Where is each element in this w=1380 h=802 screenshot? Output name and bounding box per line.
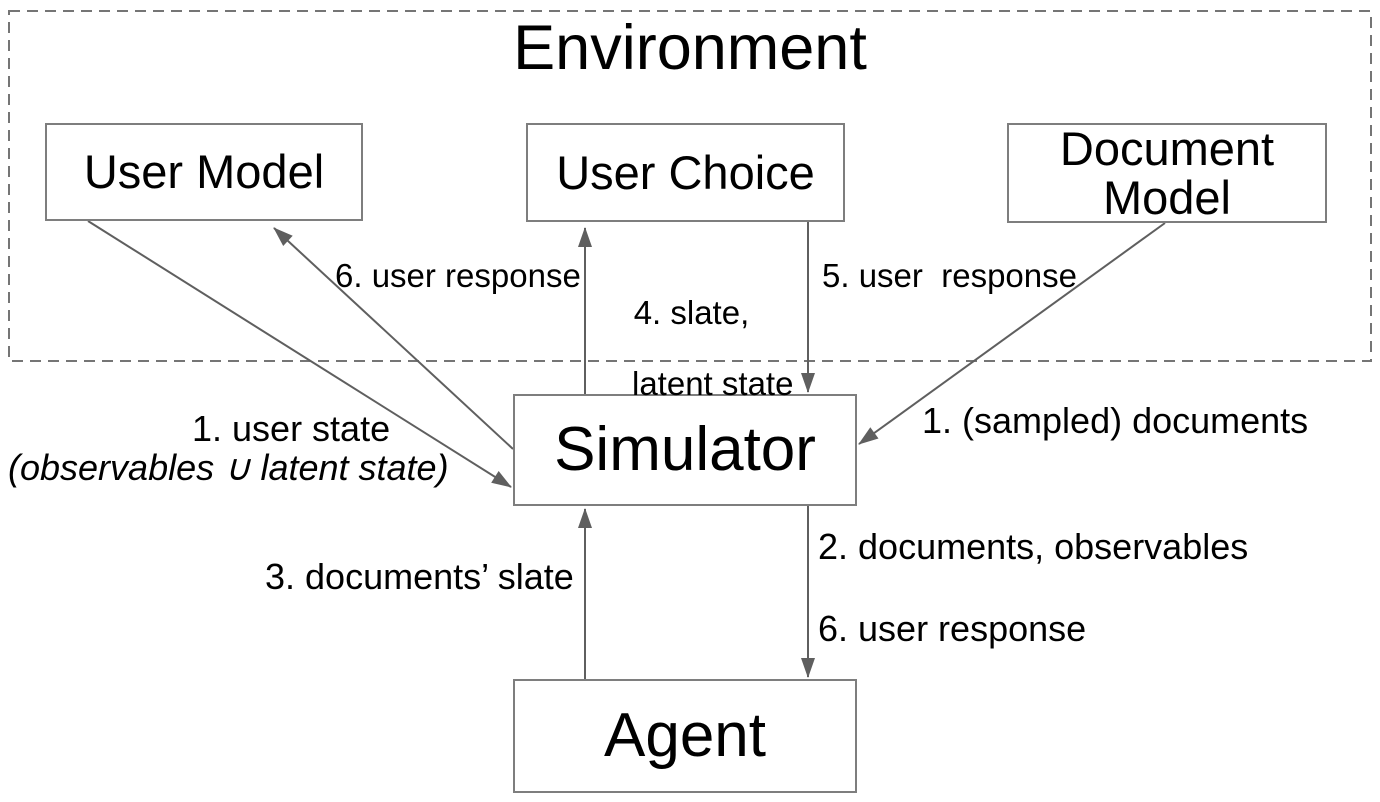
environment-title: Environment bbox=[513, 13, 867, 83]
simulator-box: Simulator bbox=[513, 394, 857, 506]
environment-dashed-boundary bbox=[8, 10, 1372, 362]
label-slate-latent-state: 4. slate, latent state bbox=[597, 259, 793, 473]
user-choice-label: User Choice bbox=[556, 145, 815, 199]
user-model-box: User Model bbox=[45, 123, 363, 221]
arrow-user-state-user-model-to-simulator bbox=[87, 220, 512, 488]
label-user-response-to-agent: 6. user response bbox=[818, 608, 1087, 649]
label-sampled-documents: 1. (sampled) documents bbox=[922, 400, 1309, 441]
arrow-user-response-simulator-to-user-model bbox=[273, 227, 514, 450]
user-model-label: User Model bbox=[83, 145, 325, 199]
agent-box: Agent bbox=[513, 679, 857, 793]
label-observables-union-latent-state: (observables ∪ latent state) bbox=[8, 447, 449, 488]
user-choice-box: User Choice bbox=[526, 123, 845, 222]
label-user-state: 1. user state bbox=[192, 408, 391, 449]
simulator-label: Simulator bbox=[554, 415, 816, 484]
label-documents-observables: 2. documents, observables bbox=[818, 526, 1249, 567]
label-user-response-to-user-model: 6. user response bbox=[335, 257, 581, 294]
document-model-box: Document Model bbox=[1007, 123, 1327, 223]
label-user-response-from-user-choice: 5. user response bbox=[822, 257, 1077, 294]
document-model-label: Document Model bbox=[1059, 121, 1275, 224]
label-documents-slate: 3. documents’ slate bbox=[265, 556, 574, 597]
label-slate-latent-state-line2: latent state bbox=[632, 364, 794, 402]
arrow-sampled-documents-document-model-to-simulator bbox=[858, 222, 1166, 445]
label-slate-latent-state-line1: 4. slate, bbox=[633, 293, 750, 331]
agent-label: Agent bbox=[603, 701, 767, 770]
